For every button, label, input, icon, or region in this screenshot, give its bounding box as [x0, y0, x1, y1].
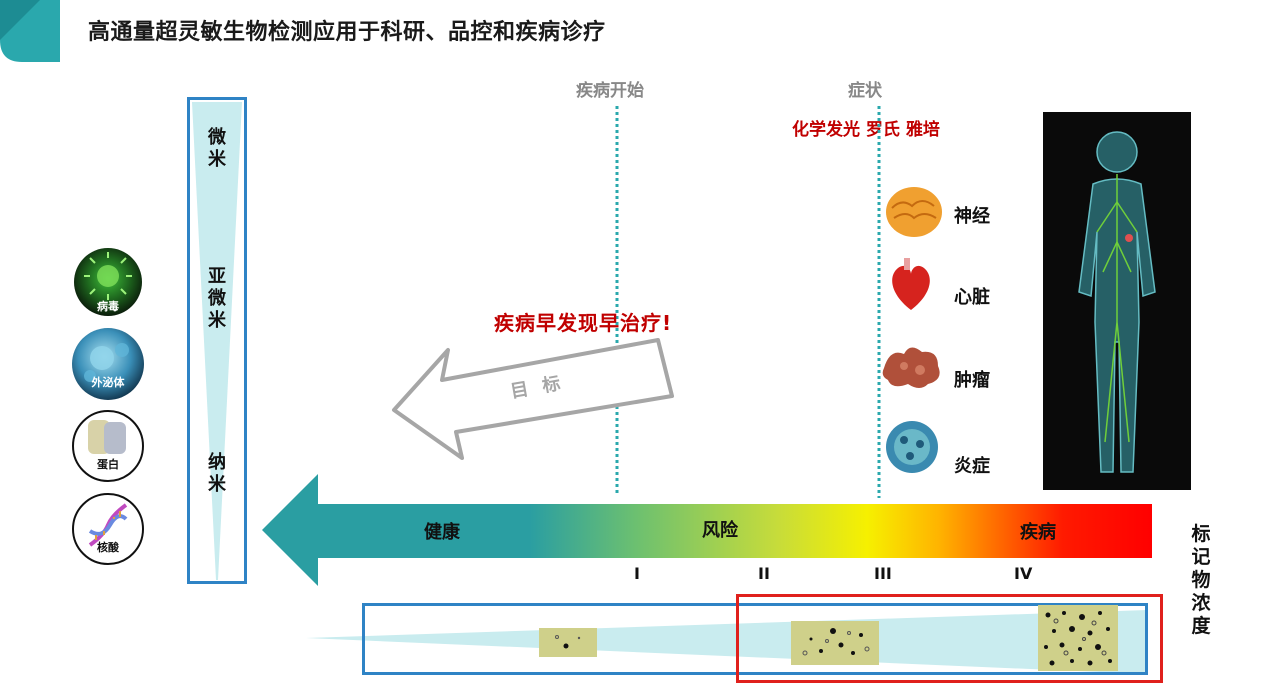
stage-bar-disease: 疾病 — [1020, 522, 1056, 543]
sample-medium — [791, 621, 879, 665]
analyte-label: 外泌体 — [91, 376, 125, 389]
protein-circle: 蛋白 — [72, 410, 144, 482]
exosome-circle: 外泌体 — [72, 328, 144, 400]
organ-label-inflammation: 炎症 — [954, 456, 990, 477]
marker-concentration-label: 标 记 物 浓 度 — [1190, 523, 1212, 638]
analyte-label: 核酸 — [97, 541, 119, 554]
size-scale-box — [187, 97, 247, 584]
exosome-icon — [84, 343, 129, 382]
stage-bar-risk: 风险 — [702, 520, 738, 541]
dna-circle: 核酸 — [72, 493, 144, 565]
stage-numeral: I — [634, 564, 640, 583]
protein-icon — [88, 420, 126, 454]
virus-icon — [84, 252, 132, 300]
scale-char: 微 — [208, 127, 226, 148]
organ-label-heart: 心脏 — [954, 287, 990, 308]
scale-char: 米 — [208, 149, 226, 170]
human-body-image — [1043, 112, 1191, 490]
disease-stage-bar — [262, 474, 1152, 586]
scale-micrometer: 微 米 — [207, 127, 227, 171]
corner-decoration — [0, 0, 60, 62]
page-title: 高通量超灵敏生物检测应用于科研、品控和疾病诊疗 — [88, 20, 606, 45]
stage-numeral: II — [758, 564, 770, 583]
inflammation-icon — [886, 421, 938, 473]
organ-label-nerve: 神经 — [954, 206, 990, 227]
stage-numeral: IV — [1014, 564, 1033, 583]
vertical-char: 标 — [1191, 523, 1211, 545]
vertical-char: 物 — [1191, 569, 1211, 591]
scale-nanometer: 纳 米 — [207, 452, 227, 496]
concentration-red-box — [736, 594, 1163, 683]
symptom-marker-label: 症状 — [848, 81, 882, 101]
sample-low — [539, 628, 597, 657]
scale-char: 亚 — [208, 266, 226, 287]
onset-marker-label: 疾病开始 — [576, 81, 644, 101]
size-scale-wedge — [192, 102, 242, 580]
brain-icon — [886, 187, 942, 237]
tumor-icon — [882, 347, 940, 388]
scale-char: 米 — [208, 474, 226, 495]
concentration-blue-box — [362, 603, 1148, 675]
scale-char: 微 — [208, 288, 226, 309]
vertical-char: 度 — [1191, 615, 1211, 637]
virus-circle: 病毒 — [74, 248, 142, 316]
dna-icon — [88, 503, 128, 547]
vertical-char: 浓 — [1191, 592, 1211, 614]
analyte-label: 病毒 — [97, 300, 119, 313]
scale-char: 米 — [208, 310, 226, 331]
organ-label-tumor: 肿瘤 — [954, 370, 990, 391]
concentration-wedge — [306, 610, 1146, 674]
stage-numeral: III — [874, 564, 892, 583]
scale-char: 纳 — [208, 452, 226, 473]
vertical-char: 记 — [1191, 546, 1211, 568]
target-arrow — [392, 338, 674, 460]
analyte-label: 蛋白 — [97, 458, 119, 471]
sample-high — [1038, 605, 1118, 671]
stage-bar-healthy: 健康 — [424, 522, 460, 543]
scale-submicrometer: 亚 微 米 — [207, 266, 227, 332]
detection-methods-label: 化学发光 罗氏 雅培 — [792, 120, 940, 140]
slogan-text: 疾病早发现早治疗! — [494, 311, 673, 335]
heart-icon — [892, 258, 930, 310]
